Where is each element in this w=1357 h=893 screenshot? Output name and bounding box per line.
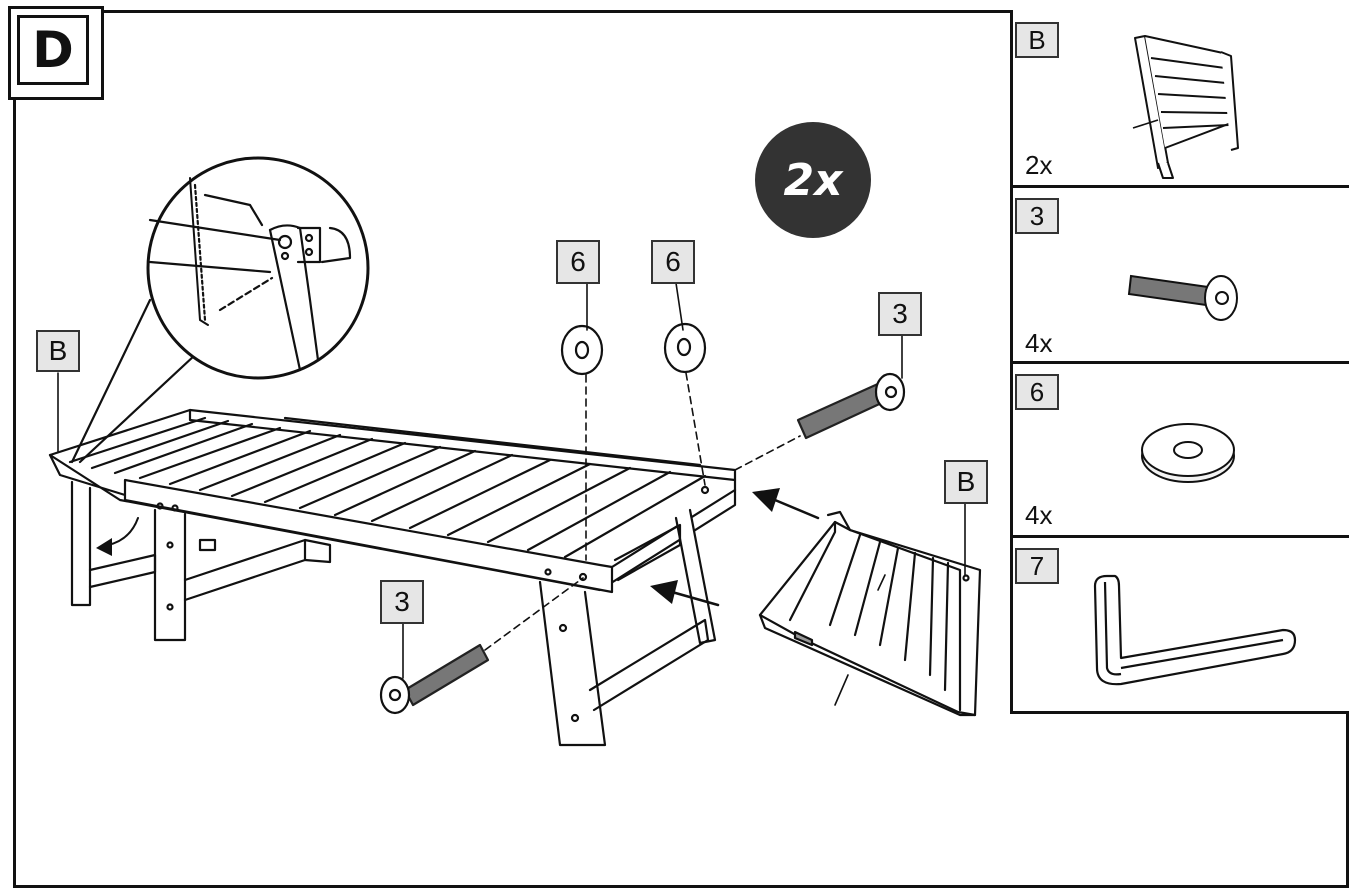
screw-icon [1127, 274, 1238, 321]
detail-magnifier [70, 156, 370, 464]
part-tag: 3 [1015, 198, 1059, 234]
part-tag: B [1015, 22, 1059, 58]
washer-pair [560, 282, 707, 561]
callout-b-right: B [944, 460, 988, 504]
step-label-box: D [8, 6, 104, 100]
screw-bottom [379, 577, 584, 715]
step-label: D [17, 15, 89, 85]
callout-b-left: B [36, 330, 80, 372]
callout-washer-1: 6 [556, 240, 600, 284]
bench-legs [70, 480, 717, 747]
callout-screw-right: 3 [878, 292, 922, 336]
parts-list: B 2x 3 4x [1010, 10, 1349, 714]
bench-top [48, 408, 737, 594]
part-tag: 6 [1015, 374, 1059, 410]
part-cell-6: 6 4x [1013, 364, 1349, 538]
assembly-drawing [48, 156, 982, 747]
screw-right [734, 335, 906, 471]
backrest-part [758, 501, 982, 717]
part-qty: 4x [1025, 500, 1053, 530]
part-tag: 7 [1015, 548, 1059, 584]
washer-icon [1141, 423, 1235, 483]
callout-washer-2: 6 [651, 240, 695, 284]
part-cell-7: 7 [1013, 538, 1349, 711]
slatted-backrest-icon [1132, 35, 1239, 179]
part-qty: 4x [1025, 328, 1053, 358]
allen-key-icon [1093, 574, 1297, 686]
part-cell-3: 3 4x [1013, 188, 1349, 364]
part-qty: 2x [1025, 150, 1053, 180]
multiplier-badge: 2x [755, 122, 871, 238]
callout-screw-bottom: 3 [380, 580, 424, 624]
part-cell-b: B 2x [1013, 10, 1349, 188]
